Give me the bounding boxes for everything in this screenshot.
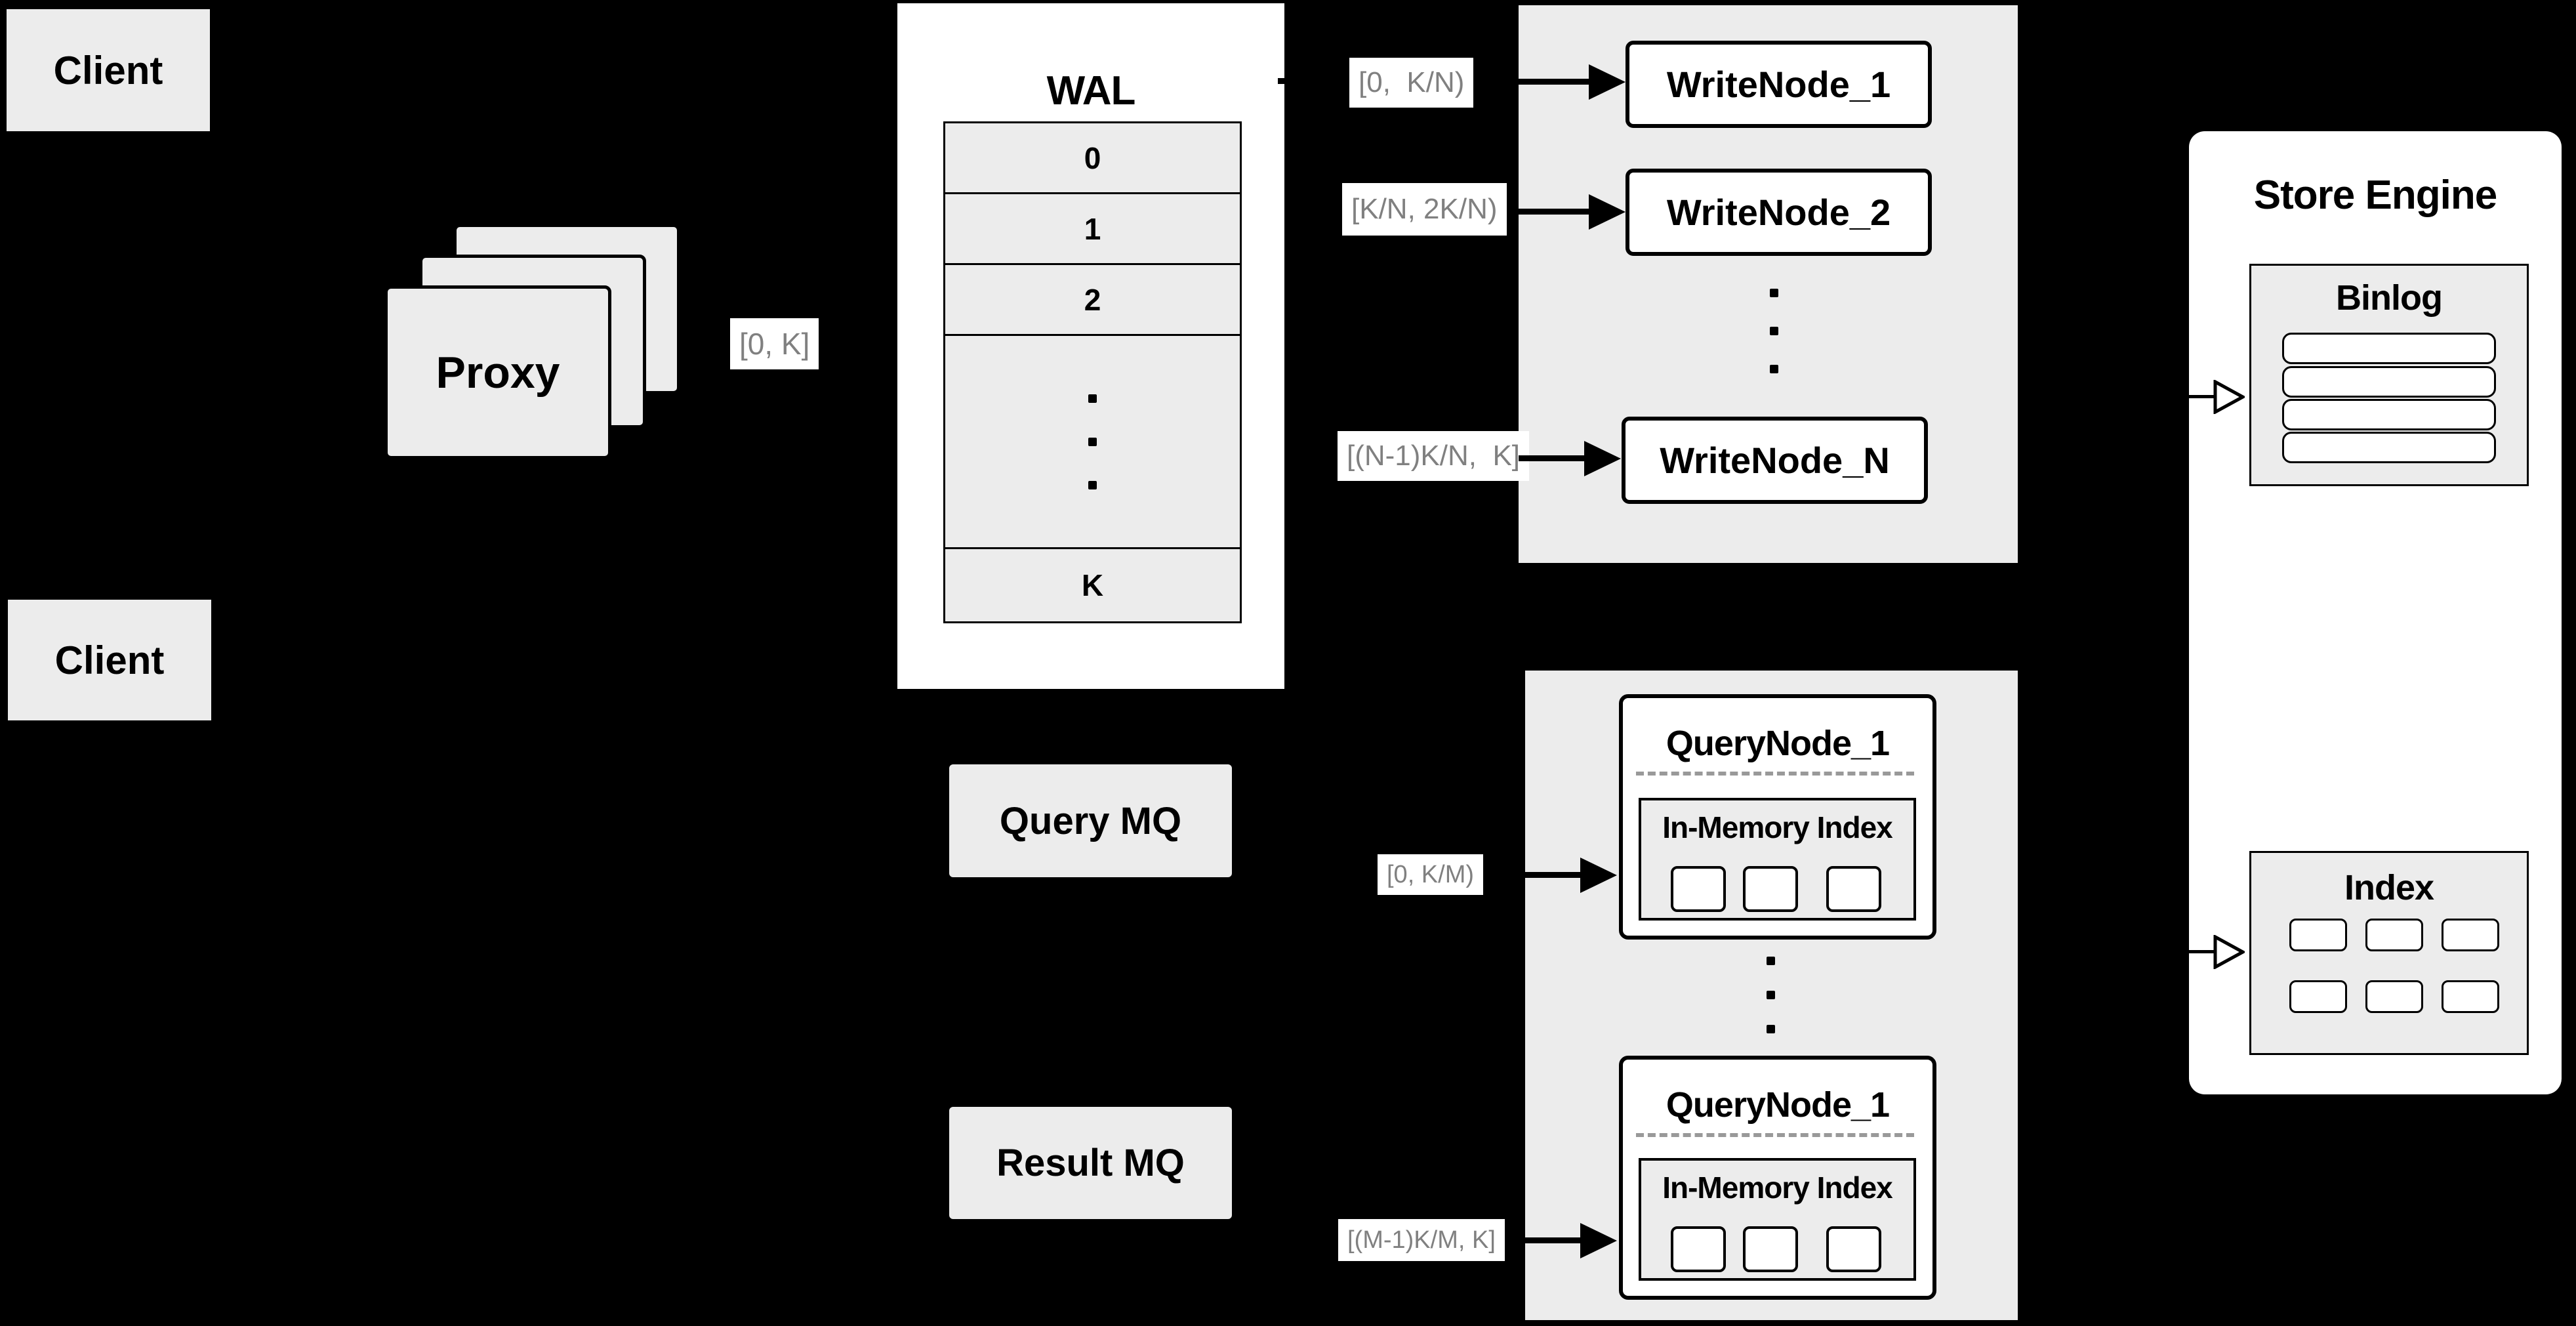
binlog-slot [2282,333,2496,364]
query-mq-label: Query MQ [999,799,1182,842]
querynode-1-title: QueryNode_1 [1666,724,1890,763]
query-range-chip-1: [0, K/M) [1378,854,1484,895]
wal-row-k: K [945,549,1240,621]
wal-row-2-label: 2 [1084,282,1101,317]
binlog-slot [2282,399,2496,430]
write-range-n-text: [(N-1)K/N, K] [1347,440,1521,472]
writenode-n-box: WriteNode_N [1622,417,1928,504]
query-cluster-ellipsis [1767,957,1775,1033]
client-top-box: Client [5,8,211,133]
segment-cell [1671,866,1726,912]
querynode-1-inmemory-box: In-Memory Index [1639,798,1916,921]
querynode-m-inmemory-title: In-Memory Index [1662,1171,1893,1205]
result-mq-box: Result MQ [948,1106,1233,1220]
result-mq-label: Result MQ [996,1142,1185,1184]
wal-row-k-label: K [1081,568,1104,602]
writenode-1-label: WriteNode_1 [1666,64,1891,105]
arrow-shaft-binlog [2189,395,2217,398]
index-cell [2442,919,2499,951]
index-box: Index [2249,851,2529,1055]
wal-connector-tick [1278,78,1286,84]
dot [1088,480,1097,489]
query-range-chip-m: [(M-1)K/M, K] [1338,1219,1505,1261]
proxy-box: Proxy [384,285,611,459]
segment-cell [1743,1226,1798,1272]
query-range-1-text: [0, K/M) [1387,860,1475,888]
dot [1770,327,1778,335]
client-bottom-box: Client [7,598,213,722]
dot [1767,1025,1775,1033]
binlog-slot [2282,432,2496,463]
writenode-2-box: WriteNode_2 [1625,169,1932,256]
querynode-m-box: QueryNode_1 In-Memory Index [1619,1056,1936,1300]
binlog-title: Binlog [2336,278,2443,318]
querynode-m-inmemory-box: In-Memory Index [1639,1158,1916,1281]
arrow-shaft-writenode-n [1519,455,1585,461]
querynode-1-box: QueryNode_1 In-Memory Index [1619,694,1936,940]
arrow-shaft-querynode-m [1525,1237,1582,1243]
arrow-head-writenode-2 [1589,194,1625,230]
binlog-slot [2282,366,2496,398]
querynode-m-divider [1636,1133,1914,1137]
index-cell [2289,980,2347,1013]
proxy-range-chip: [0, K] [730,318,819,369]
query-mq-box: Query MQ [948,763,1233,879]
store-engine-box: Store Engine Binlog Index [2189,131,2562,1094]
writenode-2-label: WriteNode_2 [1666,192,1891,233]
arrow-shaft-index [2189,950,2217,953]
arrow-head-querynode-1 [1580,858,1617,893]
write-range-1-text: [0, K/N) [1359,66,1465,98]
proxy-label: Proxy [436,347,560,398]
wal-row-ellipsis [945,336,1240,549]
proxy-range-text: [0, K] [739,327,810,361]
segment-cell [1671,1226,1726,1272]
arrow-head-writenode-1 [1589,64,1625,100]
hollow-arrow-binlog-icon [2213,380,2245,414]
wal-row-1-label: 1 [1084,211,1101,246]
hollow-arrow-index-icon [2213,935,2245,969]
dot [1770,365,1778,373]
wal-title: WAL [1046,68,1136,114]
write-range-chip-2: [K/N, 2K/N) [1342,183,1507,236]
binlog-box: Binlog [2249,264,2529,486]
wal-row-0: 0 [945,123,1240,194]
write-cluster-ellipsis [1770,289,1778,373]
query-range-m-text: [(M-1)K/M, K] [1347,1226,1496,1254]
arrow-shaft-writenode-2 [1519,209,1591,215]
writenode-n-label: WriteNode_N [1660,440,1890,481]
index-cell [2365,919,2423,951]
wal-row-2: 2 [945,265,1240,336]
wal-table: 0 1 2 K [943,121,1242,623]
index-title: Index [2344,868,2434,907]
dot [1767,991,1775,999]
wal-ellipsis-dots [1088,394,1097,489]
wal-row-0-label: 0 [1084,140,1101,175]
querynode-1-divider [1636,772,1914,776]
arrow-head-writenode-n [1584,441,1621,476]
dot [1088,437,1097,446]
store-engine-title: Store Engine [2253,173,2497,218]
client-bottom-label: Client [54,638,165,682]
dot [1770,289,1778,297]
querynode-1-inmemory-title: In-Memory Index [1662,810,1893,844]
arrow-shaft-querynode-1 [1525,872,1582,878]
index-cell [2289,919,2347,951]
write-range-chip-1: [0, K/N) [1349,58,1474,108]
index-cell [2442,980,2499,1013]
segment-cell [1743,866,1798,912]
querynode-m-title: QueryNode_1 [1666,1085,1890,1125]
segment-cell [1826,1226,1881,1272]
dot [1088,394,1097,403]
arrow-shaft-writenode-1 [1519,79,1591,85]
write-range-chip-n: [(N-1)K/N, K] [1338,431,1530,481]
segment-cell [1826,866,1881,912]
write-range-2-text: [K/N, 2K/N) [1351,193,1498,225]
arrow-head-querynode-m [1580,1223,1617,1258]
wal-row-1: 1 [945,194,1240,265]
writenode-1-box: WriteNode_1 [1625,41,1932,128]
client-top-label: Client [53,48,163,93]
index-cell [2365,980,2423,1013]
dot [1767,957,1775,965]
